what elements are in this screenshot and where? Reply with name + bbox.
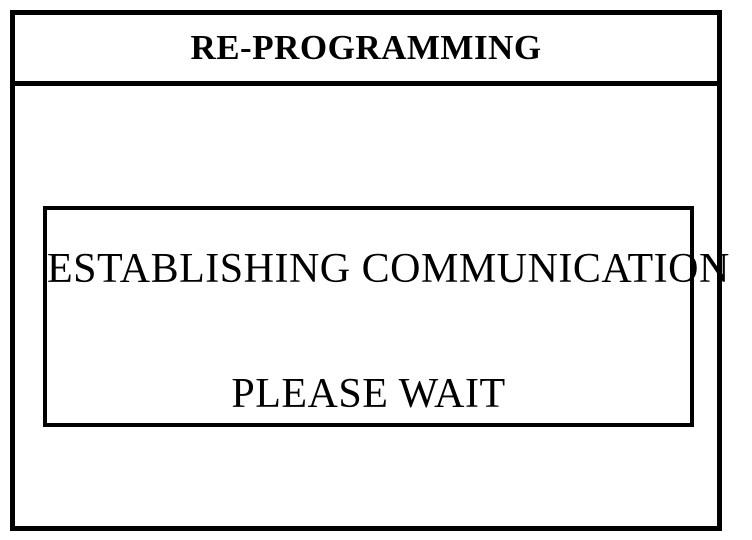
device-screen-frame: RE-PROGRAMMING ESTABLISHING COMMUNICATIO… <box>10 10 730 531</box>
page-title: RE-PROGRAMMING <box>190 27 542 67</box>
status-message-panel: ESTABLISHING COMMUNICATION PLEASE WAIT <box>43 206 730 427</box>
title-bar: RE-PROGRAMMING <box>15 15 717 86</box>
status-message-lines: ESTABLISHING COMMUNICATION PLEASE WAIT <box>47 210 730 423</box>
status-text-primary: ESTABLISHING COMMUNICATION <box>47 246 730 292</box>
status-text-secondary: PLEASE WAIT <box>231 371 506 417</box>
screen-body: ESTABLISHING COMMUNICATION PLEASE WAIT <box>15 86 730 526</box>
